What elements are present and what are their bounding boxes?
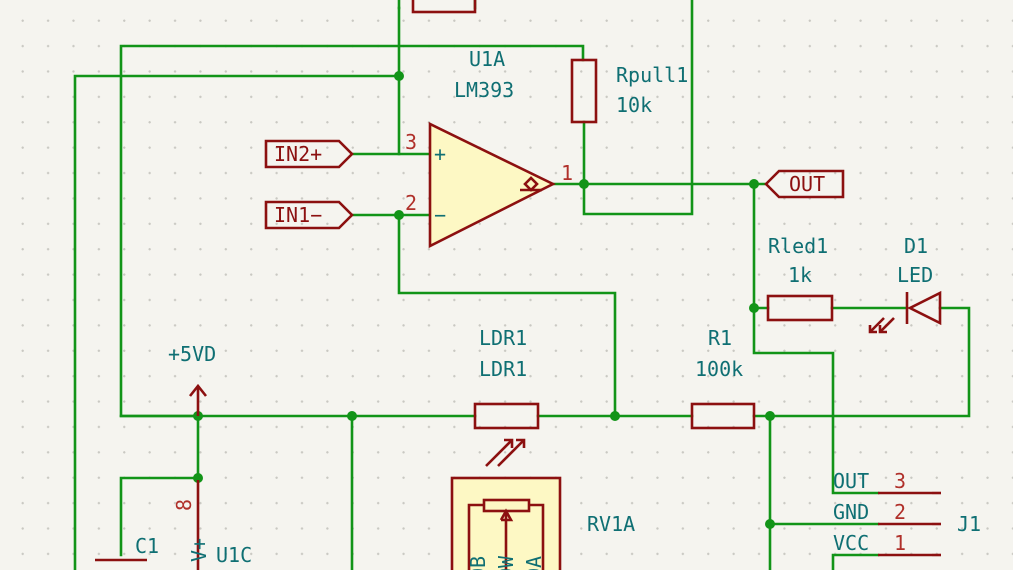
pin-number: 1 (561, 161, 573, 185)
component-reference: J1 (957, 512, 981, 536)
junction-dot (749, 179, 759, 189)
pin-number: 2 (405, 191, 417, 215)
junction-dot (765, 519, 775, 529)
wire (831, 553, 880, 570)
pin-number: 3 (405, 130, 417, 154)
component-value: 100k (695, 357, 743, 381)
wire (768, 306, 971, 418)
connector-j1[interactable]: OUT 3 GND 2 VCC 1 J1 (833, 469, 981, 557)
wire (582, 0, 694, 216)
plus-input-sign: + (434, 142, 446, 166)
component-value: LM393 (454, 78, 514, 102)
pin-name: OA (522, 556, 546, 570)
junction-dot (749, 303, 759, 313)
power-label: +5VD (168, 342, 216, 366)
resistor-rled1[interactable]: Rled1 1k (766, 234, 834, 322)
light-emission-icon (868, 317, 895, 334)
component-reference: U1C (216, 543, 252, 567)
component-reference: Rled1 (768, 234, 828, 258)
top-resistor-body[interactable] (411, 0, 477, 14)
comparator-u1c[interactable]: 8 V+ U1C (172, 480, 252, 570)
minus-input-sign: − (434, 203, 446, 227)
component-reference: Rpull1 (616, 63, 688, 87)
junction-dot (193, 473, 203, 483)
pin-number: 8 (172, 499, 196, 511)
label-text: OUT (789, 172, 825, 196)
comparator-triangle[interactable] (428, 121, 556, 249)
component-reference: RV1A (587, 512, 635, 536)
component-reference: C1 (135, 534, 159, 558)
global-label-in1[interactable]: IN1− (264, 200, 354, 230)
resistor-r1[interactable]: R1 100k (690, 326, 756, 430)
label-shape (264, 139, 354, 169)
component-value: 1k (788, 263, 812, 287)
open-collector-icon (523, 176, 539, 192)
pin-name: OUT (833, 469, 869, 493)
component-value: LED (897, 263, 933, 287)
junction-dot (610, 411, 620, 421)
wire (119, 476, 200, 557)
wire (752, 182, 880, 495)
label-text: IN1− (274, 203, 322, 227)
resistor-body[interactable] (766, 294, 834, 322)
resistor-body[interactable] (690, 402, 756, 430)
label-text: IN2+ (274, 142, 322, 166)
led-triangle (907, 290, 942, 326)
junction-dot (394, 210, 404, 220)
resistor-rpull1[interactable]: Rpull1 10k (570, 58, 688, 124)
junctions (193, 71, 775, 529)
component-reference: R1 (708, 326, 732, 350)
component-reference: LDR1 (479, 326, 527, 350)
pin-name: OW (494, 555, 518, 570)
power-arrow-icon (188, 383, 208, 397)
pin-number: 2 (894, 500, 906, 524)
global-label-in2[interactable]: IN2+ (264, 139, 354, 169)
resistor-body[interactable] (570, 58, 598, 124)
component-reference: D1 (904, 234, 928, 258)
comparator-u1a[interactable]: + − 3 2 1 U1A LM393 (405, 47, 573, 249)
capacitor-c1[interactable]: C1 (95, 534, 159, 562)
component-value: 10k (616, 93, 652, 117)
junction-dot (394, 71, 404, 81)
global-label-out[interactable]: OUT (764, 169, 845, 199)
power-symbol-5vd[interactable]: +5VD (168, 342, 216, 416)
pin-number: 1 (894, 531, 906, 555)
potentiometer-rv1a[interactable]: OB OW OA RV1A (450, 476, 635, 570)
label-shape (264, 200, 354, 230)
label-shape (764, 169, 845, 199)
wires (73, 0, 971, 570)
pin-number: 3 (894, 469, 906, 493)
junction-dot (347, 411, 357, 421)
ldr-body[interactable] (473, 402, 540, 430)
wire (73, 74, 401, 570)
junction-dot (579, 179, 589, 189)
led-d1[interactable]: D1 LED (868, 234, 942, 334)
pin-name: GND (833, 500, 869, 524)
pin-name: OB (466, 556, 490, 570)
pin-name: V+ (187, 538, 211, 562)
component-reference: U1A (469, 47, 505, 71)
light-incident-icon (485, 438, 526, 467)
ldr-ldr1[interactable]: LDR1 LDR1 (473, 326, 540, 467)
pin-name: VCC (833, 531, 869, 555)
wire (397, 213, 617, 418)
component-value: LDR1 (479, 357, 527, 381)
potentiometer-icon (467, 498, 545, 570)
junction-dot (765, 411, 775, 421)
